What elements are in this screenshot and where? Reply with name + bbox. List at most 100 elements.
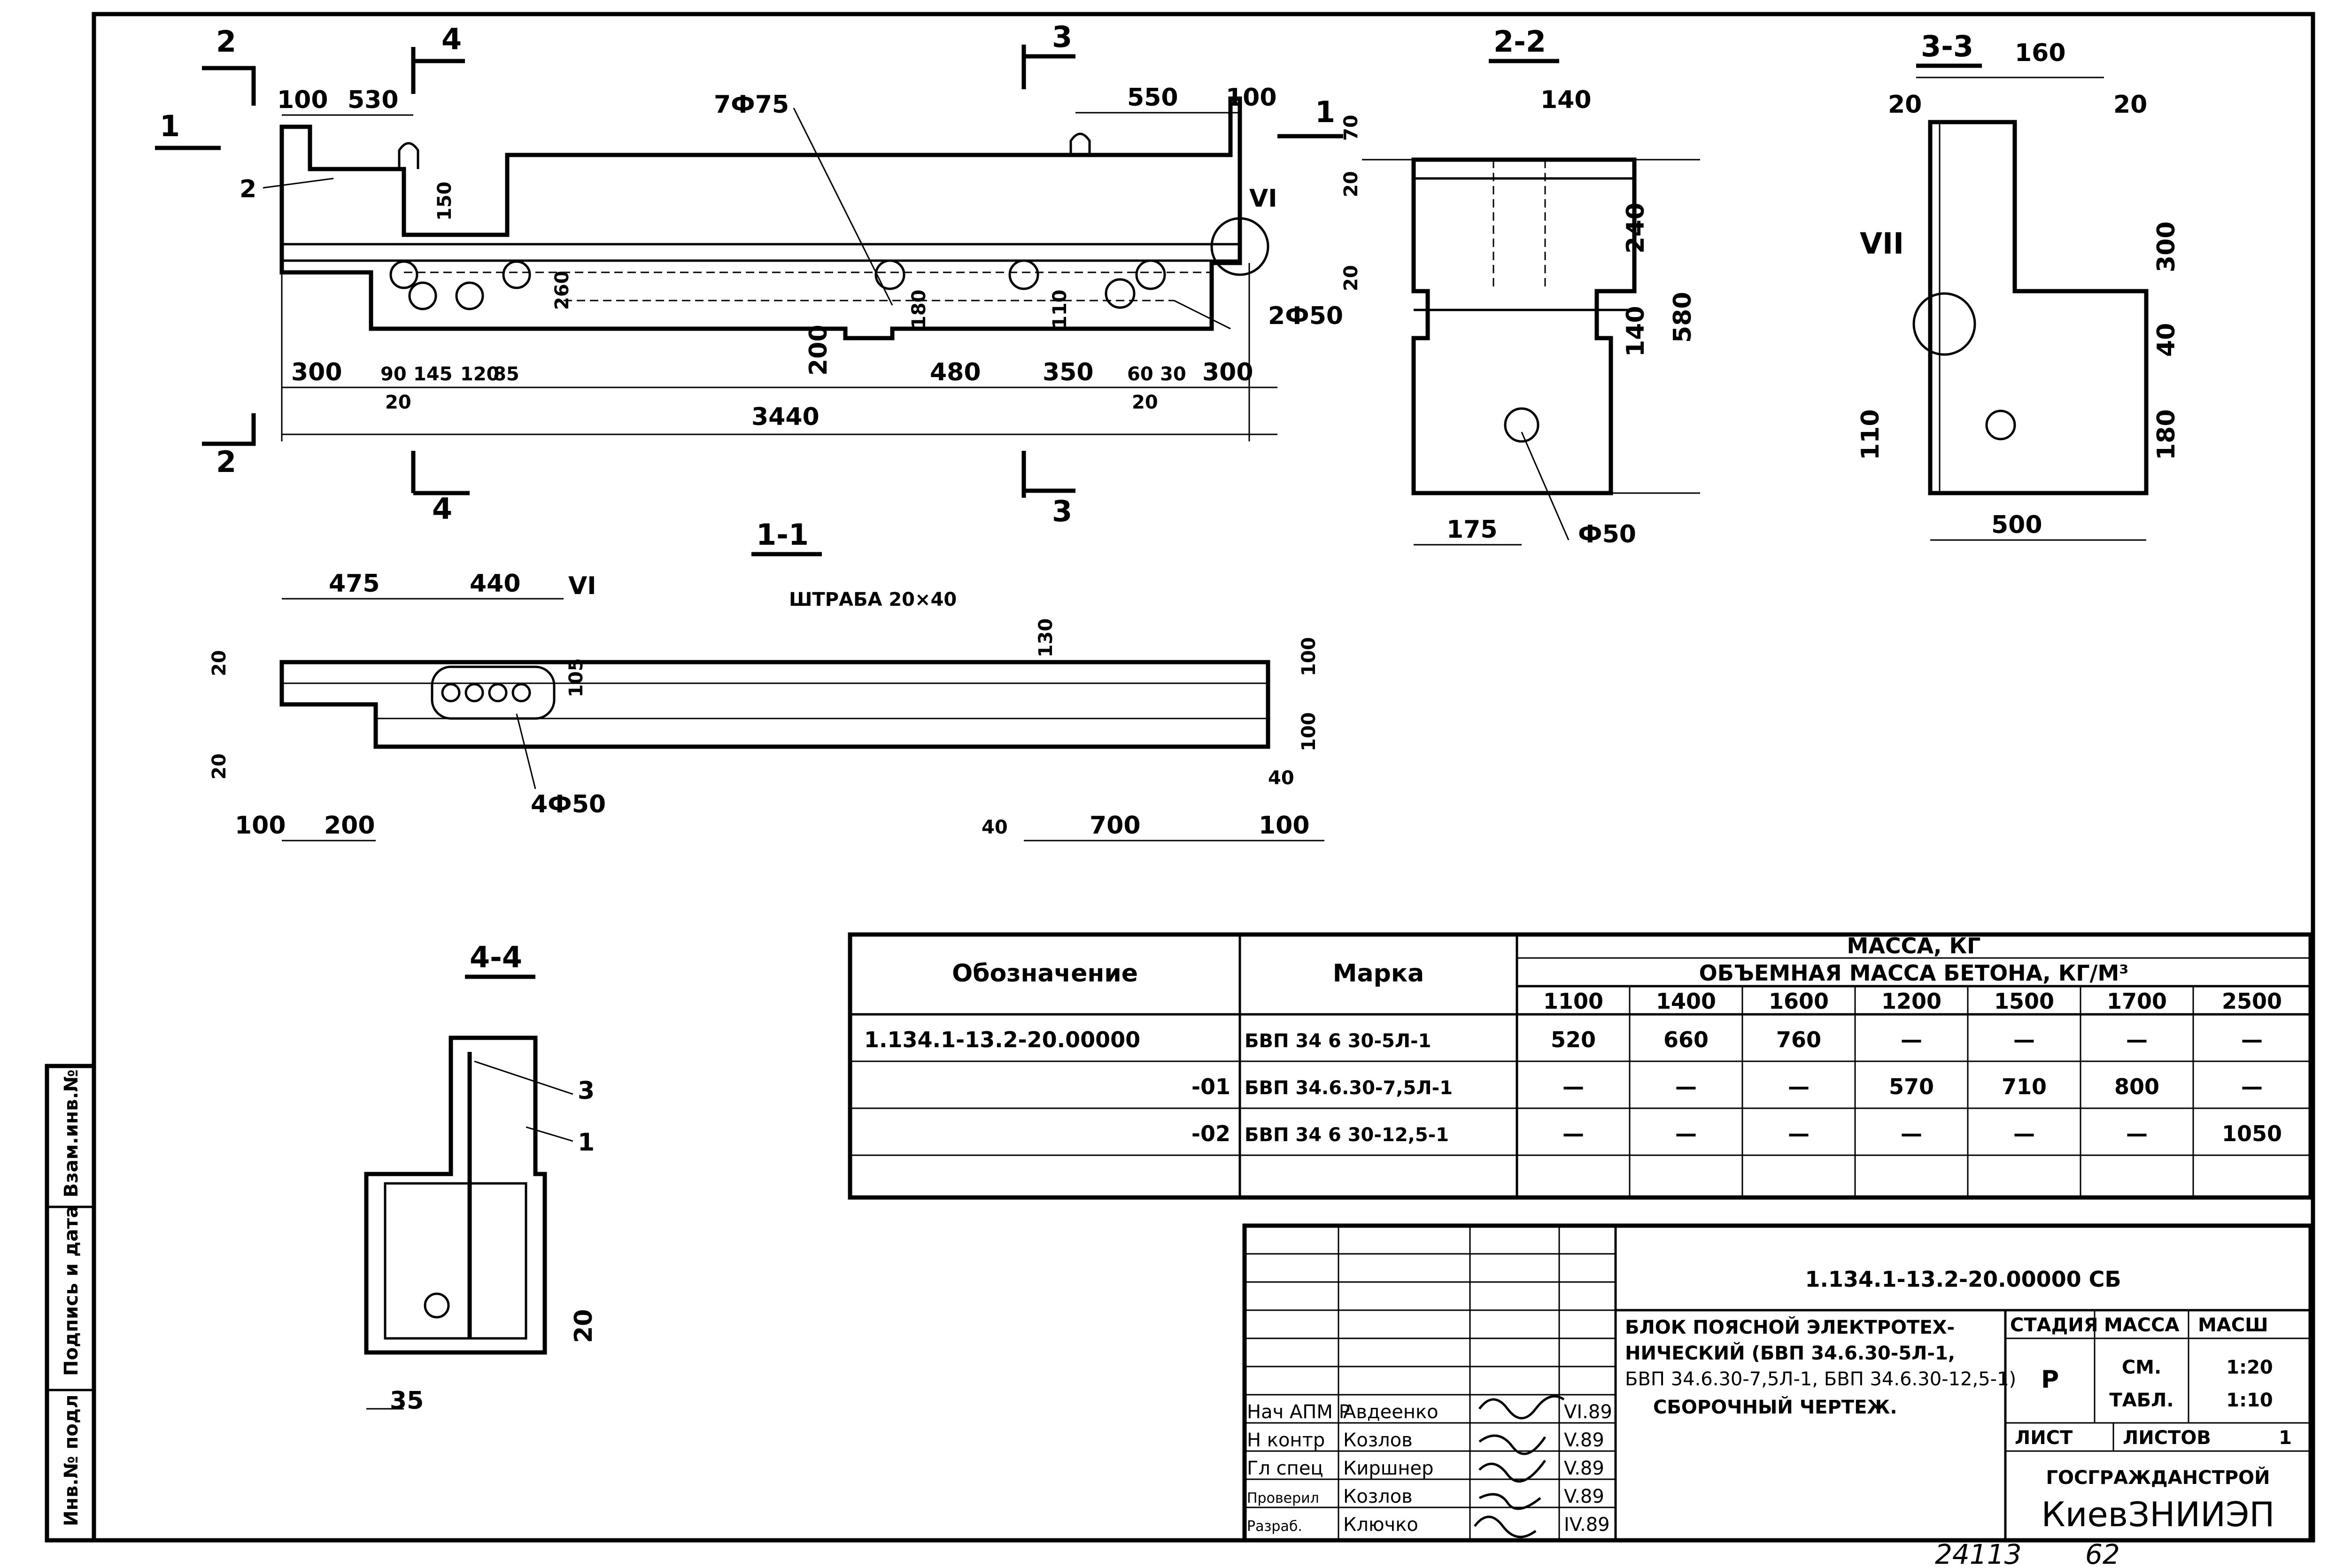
table-cell: — bbox=[2013, 1027, 2035, 1052]
section-mark-2-top bbox=[202, 66, 256, 106]
density-header: 1700 bbox=[2107, 989, 2167, 1014]
hole bbox=[464, 683, 484, 703]
sheet-label: ЛИСТ bbox=[2015, 1427, 2073, 1449]
position-label: 3 bbox=[578, 1077, 595, 1105]
table-cell: — bbox=[2013, 1121, 2035, 1146]
signer-name: Ключко bbox=[1343, 1514, 1418, 1536]
signature bbox=[1474, 1515, 1537, 1538]
dim-label: 100 bbox=[1298, 637, 1320, 677]
hole-50 bbox=[1504, 407, 1539, 443]
dim-label: 70 bbox=[1340, 115, 1362, 141]
dim-label: 240 bbox=[1622, 202, 1650, 254]
footer-page: 62 bbox=[2085, 1538, 2120, 1568]
dim-label: 120 bbox=[460, 363, 500, 385]
signer-role: Гл спец bbox=[1247, 1458, 1323, 1479]
mass-value: ТАБЛ. bbox=[2109, 1390, 2173, 1411]
section-mark-label: 4 bbox=[441, 22, 462, 56]
signer-date: VI.89 bbox=[1564, 1401, 1612, 1423]
table-cell-designation: -02 bbox=[1191, 1121, 1230, 1146]
side-stamp: Взам.инв.№ Подпись и дата Инв.№ подл bbox=[45, 1064, 96, 1543]
leader-7f75 bbox=[793, 108, 893, 306]
dim-label: 300 bbox=[1202, 358, 1253, 386]
table-cell-mark: БВП 34.6.30-7,5Л-1 bbox=[1245, 1077, 1453, 1099]
groove-label: ШТРАБА 20×40 bbox=[789, 589, 957, 610]
table-cell: 570 bbox=[1889, 1074, 1934, 1099]
node-label: VI bbox=[1249, 185, 1277, 213]
hole bbox=[1985, 409, 2016, 440]
dim-label: 30 bbox=[1160, 363, 1186, 385]
hole bbox=[874, 259, 905, 290]
section-mark-label: 1 bbox=[160, 109, 180, 143]
elevation-view: 2 2 1 1 4 4 3 3 100 530 550 100 7Ф75 2Ф5… bbox=[155, 20, 1343, 528]
dim-label: 20 bbox=[2113, 91, 2147, 119]
table-header-density: ОБЪЕМНАЯ МАССА БЕТОНА, КГ/М³ bbox=[1699, 960, 2129, 986]
table-cell: 520 bbox=[1551, 1027, 1596, 1052]
density-header: 1100 bbox=[1543, 989, 1603, 1014]
dim-label: 140 bbox=[1540, 86, 1592, 114]
dim-label: 110 bbox=[1856, 409, 1885, 460]
dim-label: 100 bbox=[277, 86, 328, 114]
table-cell: — bbox=[1562, 1074, 1584, 1099]
table-cell: — bbox=[1788, 1074, 1810, 1099]
section-title: 4-4 bbox=[470, 940, 522, 974]
dim-label: 350 bbox=[1043, 358, 1094, 386]
signer-role: Разраб. bbox=[1247, 1518, 1302, 1535]
table-cell-designation: -01 bbox=[1191, 1074, 1230, 1099]
dim-label: 160 bbox=[2015, 39, 2066, 67]
rebar-cage bbox=[384, 1182, 527, 1340]
dim-label: 130 bbox=[1035, 618, 1057, 658]
side-stamp-label: Инв.№ подл bbox=[61, 1395, 82, 1526]
hole bbox=[1135, 259, 1166, 290]
hole bbox=[488, 683, 508, 703]
section-mark-label: 3 bbox=[1052, 494, 1072, 528]
table-cell: — bbox=[1788, 1121, 1810, 1146]
dim-label: 700 bbox=[1090, 811, 1141, 840]
hole bbox=[1105, 278, 1136, 309]
dim-label: 150 bbox=[434, 182, 456, 221]
leader-pos3 bbox=[474, 1060, 573, 1095]
section-mark-label: 3 bbox=[1052, 20, 1072, 54]
table-header-designation: Обозначение bbox=[952, 959, 1138, 988]
dim-label: 180 bbox=[908, 290, 930, 329]
signature bbox=[1478, 1493, 1541, 1510]
stage-value: Р bbox=[2041, 1366, 2059, 1394]
table-cell: — bbox=[2241, 1074, 2263, 1099]
table-frame bbox=[848, 932, 2313, 1200]
table-header-mass: МАССА, КГ bbox=[1847, 933, 1981, 958]
hole bbox=[424, 1292, 450, 1319]
signer-name: Киршнер bbox=[1343, 1458, 1434, 1479]
dim-label: 175 bbox=[1446, 516, 1498, 544]
dim-label: 200 bbox=[324, 811, 375, 840]
table-cell: 800 bbox=[2114, 1074, 2159, 1099]
scale-value: 1:20 bbox=[2226, 1357, 2273, 1378]
section-mark-label: 4 bbox=[432, 492, 452, 526]
hole-label: Ф50 bbox=[1578, 520, 1636, 548]
signer-date: V.89 bbox=[1564, 1486, 1604, 1507]
section-1-1: 1-1 475 440 VI ШТРАБА 20×40 130 20 20 10… bbox=[209, 518, 1324, 842]
hole bbox=[408, 281, 437, 310]
node-vi-circle bbox=[1210, 217, 1269, 276]
section-4-4: 4-4 3 1 20 35 bbox=[364, 940, 598, 1415]
dim-label: 40 bbox=[2152, 323, 2181, 357]
title-line: СБОРОЧНЫЙ ЧЕРТЕЖ. bbox=[1653, 1396, 1897, 1418]
plan-outline bbox=[279, 660, 1270, 749]
section-mark-4-bottom bbox=[411, 451, 470, 495]
spec-table: Обозначение Марка МАССА, КГ ОБЪЕМНАЯ МАС… bbox=[848, 932, 2313, 1200]
dim-label: 90 bbox=[380, 363, 407, 385]
title-block-frame bbox=[1242, 1223, 2313, 1543]
table-cell: — bbox=[1901, 1027, 1922, 1052]
node-label: VII bbox=[1860, 226, 1904, 261]
dim-label: 40 bbox=[982, 817, 1008, 838]
position-label: 1 bbox=[578, 1128, 595, 1157]
section-3-3-outline bbox=[1928, 120, 2149, 495]
title-line: БЛОК ПОЯСНОЙ ЭЛЕКТРОТЕХ- bbox=[1625, 1316, 1955, 1338]
table-cell: — bbox=[1675, 1074, 1697, 1099]
node-vii-circle bbox=[1912, 292, 1976, 356]
mass-label: МАССА bbox=[2104, 1314, 2179, 1336]
dim-label: 20 bbox=[1888, 91, 1922, 119]
section-mark-label: 2 bbox=[216, 445, 236, 479]
org-2: КиевЗНИИЭП bbox=[2041, 1495, 2274, 1534]
table-cell: — bbox=[2126, 1027, 2148, 1052]
dim-label: 20 bbox=[1340, 171, 1362, 197]
